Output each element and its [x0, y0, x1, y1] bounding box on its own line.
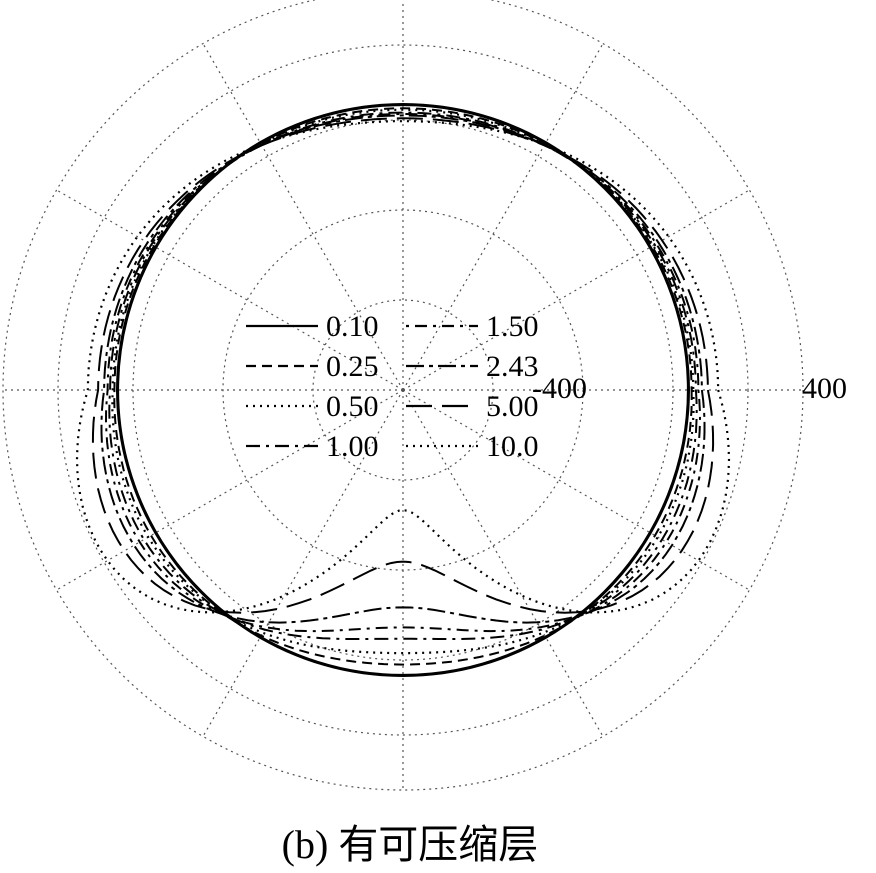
legend-label: 0.25 [326, 350, 379, 383]
tick-label-r-neg: -400 [532, 372, 587, 405]
grid-spoke [402, 389, 750, 591]
legend: 0.10 0.25 0.50 1.00 1.50 2.43 5.00 10.0 [246, 310, 539, 463]
polar-grid [2, 0, 804, 791]
legend-label: 10.0 [486, 430, 539, 463]
grid-circle [57, 44, 749, 736]
grid-spoke [202, 389, 404, 737]
grid-spoke [402, 189, 750, 391]
grid-spoke [56, 389, 404, 591]
legend-label: 5.00 [486, 390, 539, 423]
figure-caption: (b) 有可压缩层 [281, 822, 539, 867]
grid-spoke [402, 389, 604, 737]
series-curve-0_10 [115, 102, 691, 678]
series-curve-1_00 [108, 111, 698, 640]
legend-label: 0.50 [326, 390, 379, 423]
grid-spoke [202, 43, 404, 391]
tick-label-r-pos: 400 [802, 372, 847, 405]
legend-label: 2.43 [486, 350, 539, 383]
grid-circle [2, 0, 804, 791]
legend-label: 0.10 [326, 310, 379, 343]
series-curve-10_0 [75, 120, 731, 614]
grid-spoke [56, 189, 404, 391]
legend-label: 1.00 [326, 430, 379, 463]
grid-spoke [402, 43, 604, 391]
series-curve-0_50 [111, 108, 695, 655]
series-curves [75, 102, 731, 678]
legend-label: 1.50 [486, 310, 539, 343]
